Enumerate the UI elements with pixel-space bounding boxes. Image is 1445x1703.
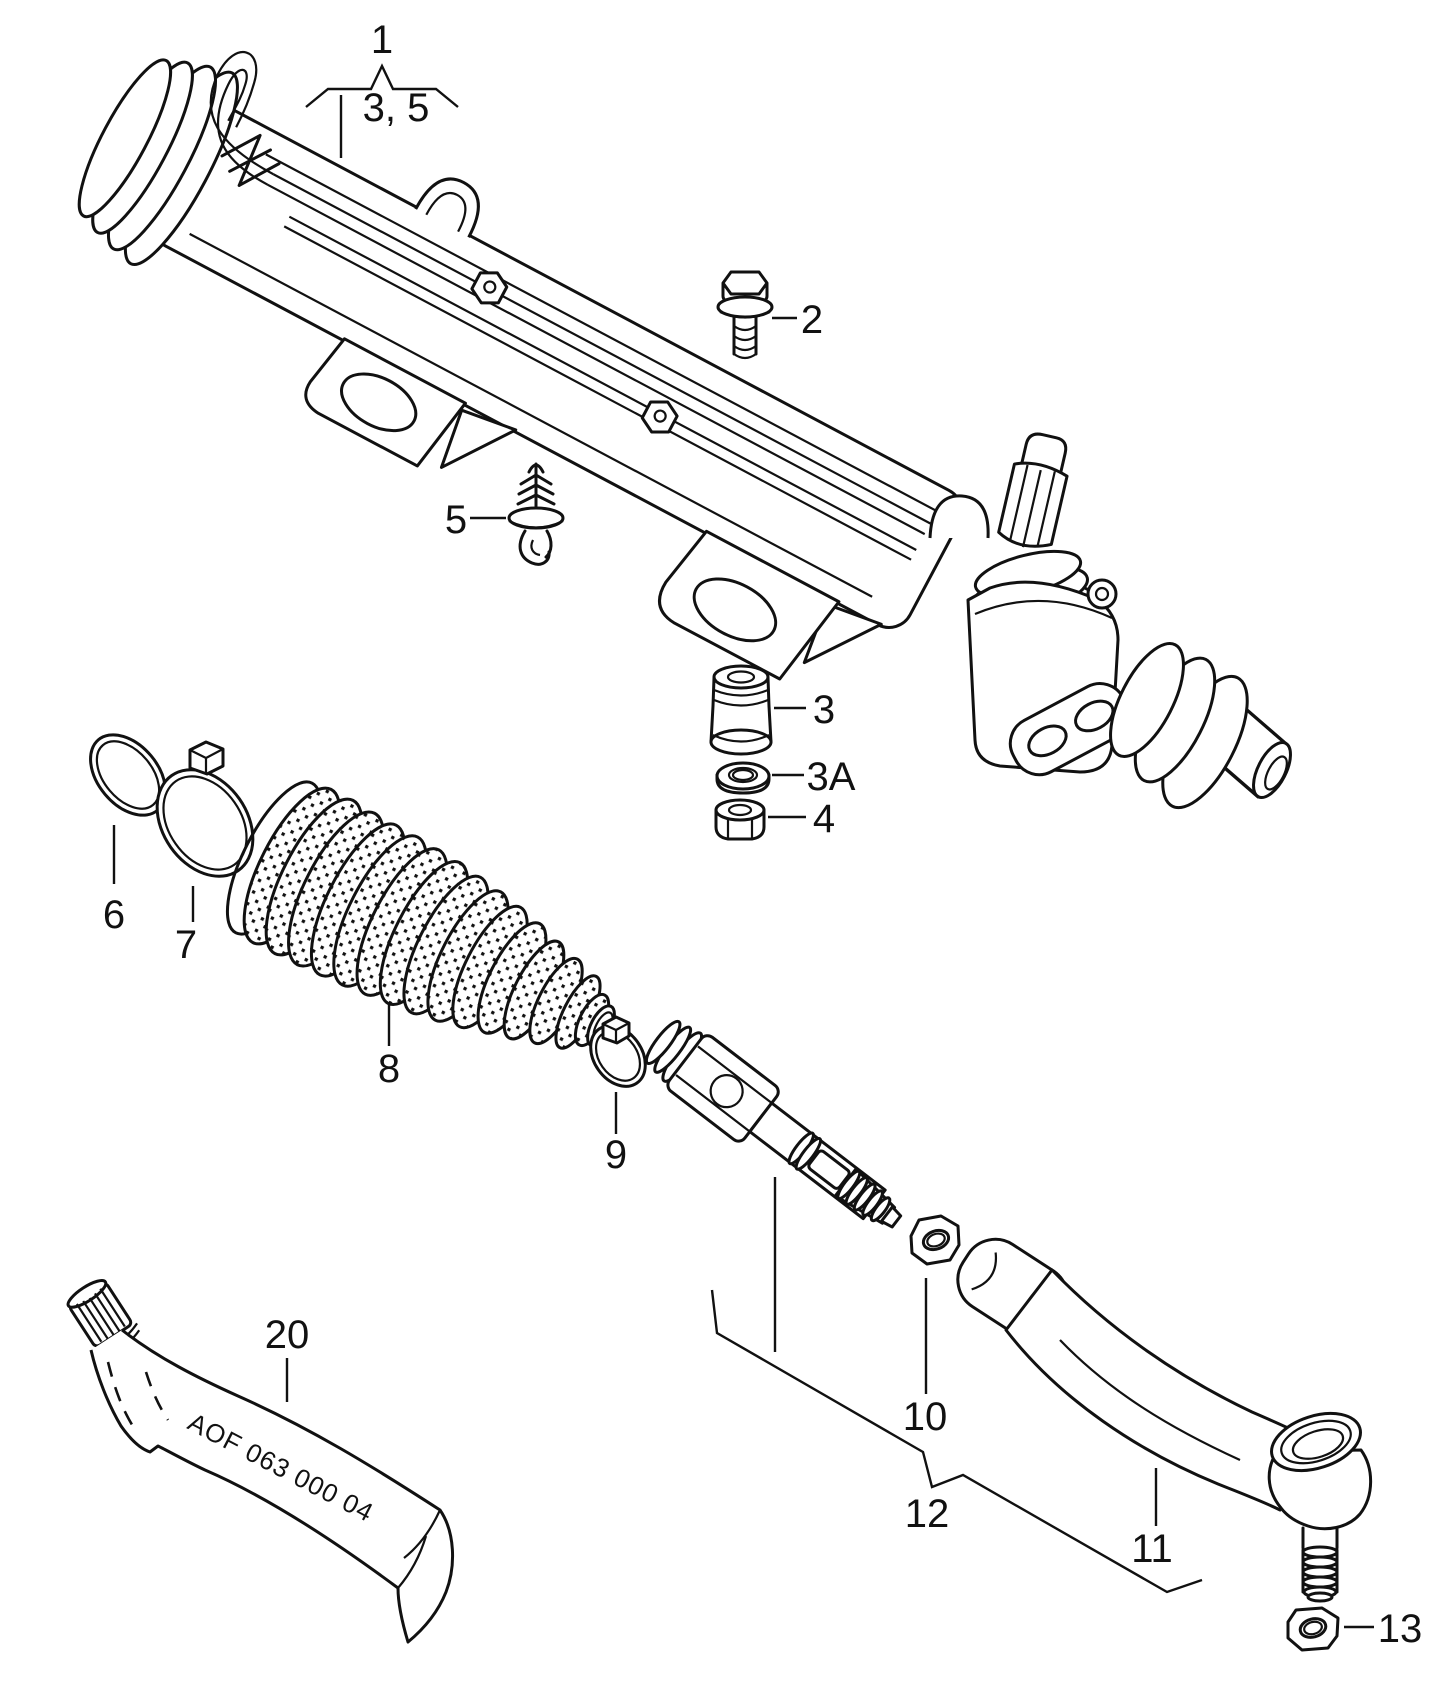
stud-nut [1286, 1606, 1340, 1652]
part-label-12[interactable]: 12 [905, 1492, 950, 1536]
part-label-13[interactable]: 13 [1378, 1607, 1423, 1651]
bracket-12 [710, 1289, 1203, 1594]
part-label-8[interactable]: 8 [378, 1047, 400, 1091]
bracket-1 [305, 63, 459, 108]
tie-rod-end [956, 1237, 1373, 1603]
part-label-6[interactable]: 6 [103, 893, 125, 937]
lock-nut [909, 1214, 961, 1266]
flange-bolt [716, 270, 774, 360]
valve-body [928, 432, 1131, 777]
part-label-3-5[interactable]: 3, 5 [363, 86, 430, 130]
part-label-3[interactable]: 3 [813, 688, 835, 732]
steering-boot [225, 780, 616, 1050]
part-label-1[interactable]: 1 [371, 18, 393, 62]
part-label-4[interactable]: 4 [813, 797, 835, 841]
washer [715, 761, 771, 795]
flange-nut [714, 798, 766, 841]
part-label-7[interactable]: 7 [175, 923, 197, 967]
grease-tube: AOF 063 000 04 [66, 1279, 455, 1644]
part-label-9[interactable]: 9 [605, 1133, 627, 1177]
leader-lines [112, 63, 1374, 1629]
boot-clamp-small [589, 1015, 647, 1088]
callout-labels: 1 3, 5 2 3 3A 4 5 6 7 8 9 10 11 12 13 20 [103, 18, 1422, 1651]
part-label-5[interactable]: 5 [445, 498, 467, 542]
steering-gear-housing [77, 51, 1292, 810]
boot-clamp-large [155, 740, 255, 878]
part-label-3a[interactable]: 3A [807, 755, 856, 799]
rack-shaft-end [1109, 642, 1292, 810]
part-label-10[interactable]: 10 [903, 1395, 948, 1439]
mount-bushing [709, 664, 773, 756]
expanding-rivet [507, 462, 565, 566]
part-label-2[interactable]: 2 [801, 298, 823, 342]
inner-tie-rod [644, 1019, 903, 1229]
part-label-11[interactable]: 11 [1131, 1527, 1173, 1571]
part-label-20[interactable]: 20 [265, 1313, 310, 1357]
